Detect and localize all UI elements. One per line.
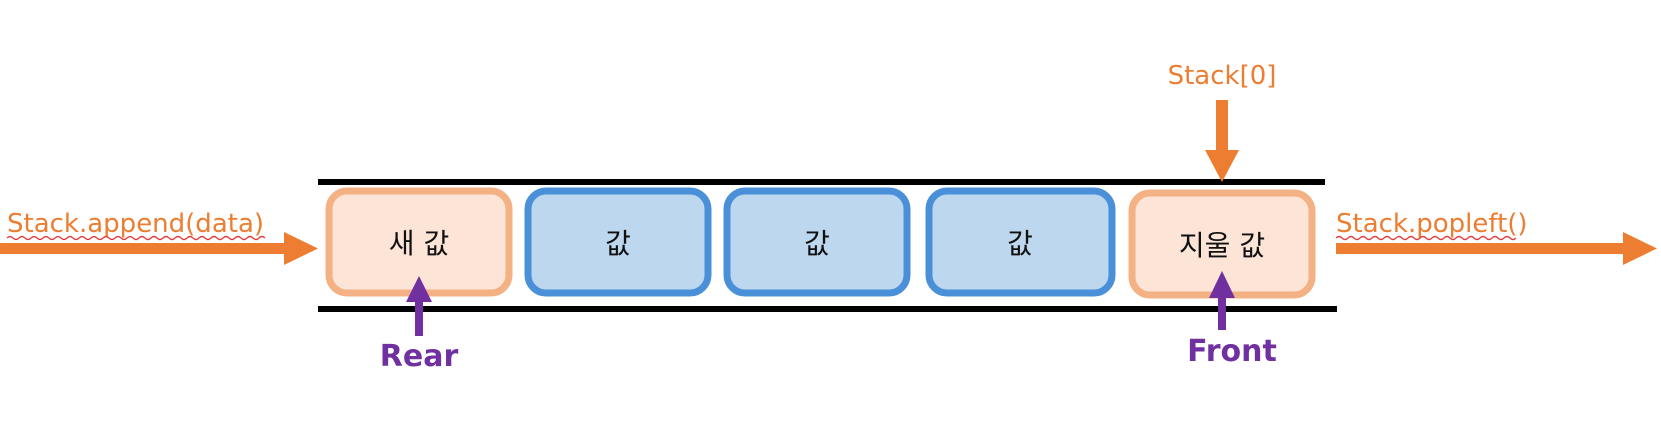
dequeue-arrow <box>1336 232 1657 265</box>
cell-label: 지울 값 <box>1179 229 1265 262</box>
cell-label: 값 <box>804 227 830 260</box>
cell-label: 값 <box>1007 227 1033 260</box>
append-label: Stack.append(data) <box>7 209 264 239</box>
index-label: Stack[0] <box>1168 61 1277 91</box>
popleft-label-squiggle <box>1335 235 1517 241</box>
cell-box <box>524 187 712 297</box>
cell-new-value: 새 값 <box>325 187 513 297</box>
enqueue-arrow <box>0 232 318 265</box>
front-arrow <box>1209 271 1235 330</box>
cell-box <box>723 187 911 297</box>
index-arrow <box>1205 100 1239 182</box>
rear-arrow <box>406 276 432 336</box>
cell-label: 값 <box>605 227 631 260</box>
popleft-label: Stack.popleft() <box>1336 209 1528 239</box>
cell-label: 새 값 <box>389 227 449 260</box>
cell-value: 값 <box>723 187 911 297</box>
front-label: Front <box>1187 334 1277 369</box>
append-label-squiggle <box>6 235 266 241</box>
cell-box <box>925 187 1116 297</box>
cell-value: 값 <box>925 187 1116 297</box>
rear-label: Rear <box>380 339 459 374</box>
cell-value: 값 <box>524 187 712 297</box>
cell-value-to-delete: 지울 값 <box>1128 189 1316 299</box>
